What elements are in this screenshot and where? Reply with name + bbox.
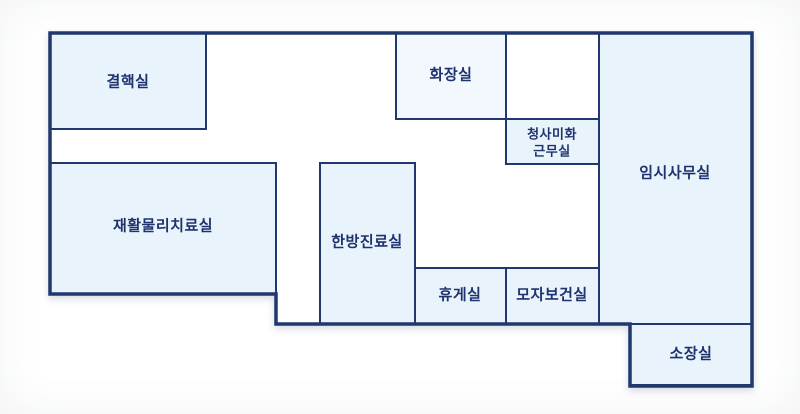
room-oriental-clinic — [319, 162, 416, 325]
room-label-tuberculosis: 결핵실 — [107, 73, 150, 91]
room-label-lounge: 휴게실 — [439, 287, 482, 304]
room-label-temporary-office: 임시사무실 — [639, 165, 711, 182]
room-label-director-office: 소장실 — [670, 345, 713, 363]
room-maternal-health — [505, 267, 600, 325]
room-label-oriental-clinic: 한방진료실 — [331, 233, 403, 251]
room-temporary-office — [598, 32, 753, 325]
room-unlabeled — [505, 32, 600, 120]
room-restroom — [395, 32, 507, 120]
room-label-maternal-health: 모자보건실 — [516, 287, 588, 304]
room-label-restroom: 화장실 — [430, 66, 473, 84]
room-director-office — [629, 323, 753, 386]
room-label-cleaning-staff-line1: 청사미화 — [527, 127, 577, 142]
floor-outline — [48, 31, 754, 388]
room-lounge — [414, 267, 507, 325]
room-label-rehab-therapy: 재활물리치료실 — [113, 217, 213, 235]
room-label-cleaning-staff-line2: 근무실 — [533, 144, 570, 159]
